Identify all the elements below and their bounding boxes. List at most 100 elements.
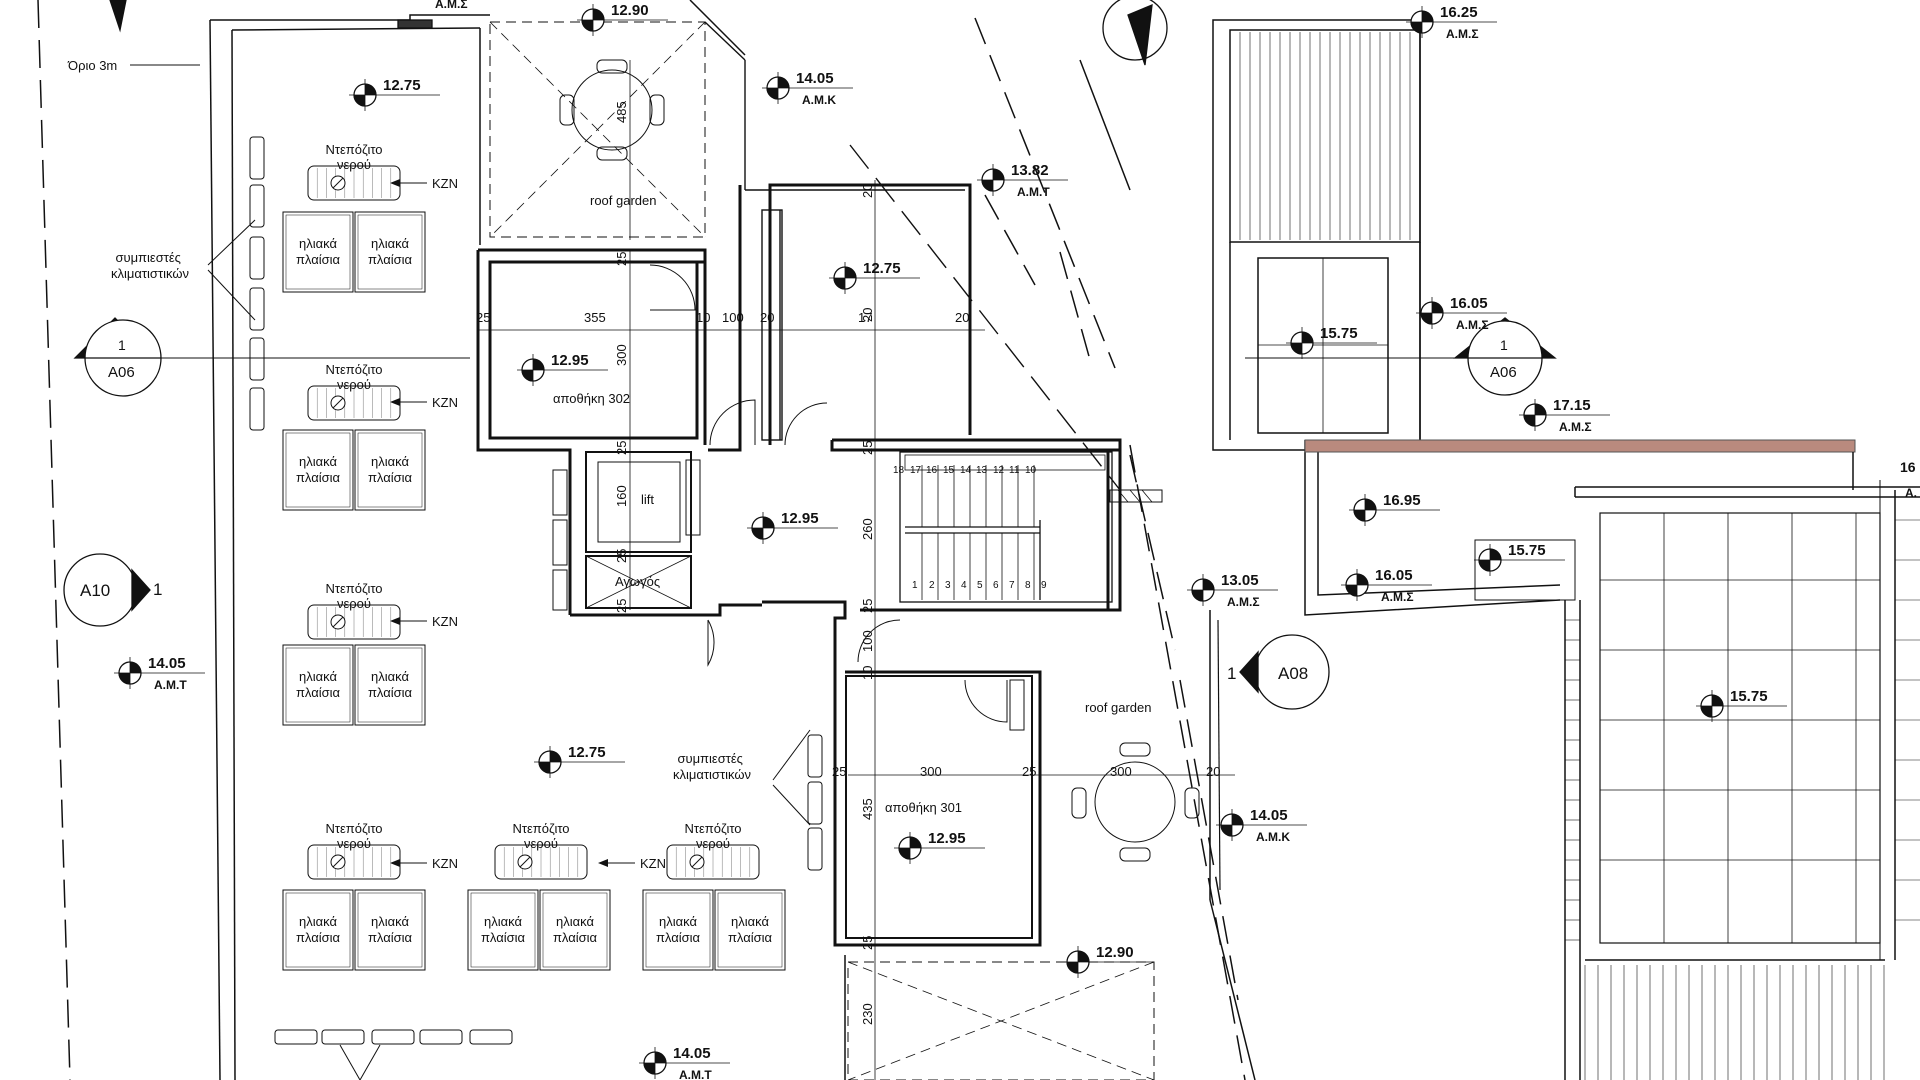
elevation-tag: Α.Μ.Τ [154,678,187,692]
south-east-pergola [1584,965,1885,1080]
svg-text:14: 14 [960,465,972,476]
elevation-value: 16.05 [1450,295,1488,312]
west-terrace-outline [209,14,490,1080]
svg-text:25: 25 [1022,764,1036,779]
section-marker-a10[interactable] [63,553,151,627]
section-west-num: 1 [118,337,126,353]
svg-text:10: 10 [696,310,710,325]
svg-text:8: 8 [1025,580,1031,591]
kzn-label: KZN [432,614,458,629]
compressors-label-east: συμπιεστές κλιματιστικών [673,751,751,782]
svg-text:25: 25 [614,441,629,455]
elevation-value: 17.15 [1553,397,1591,414]
elevation-value: 15.75 [1508,542,1546,559]
linework [37,0,1920,1080]
svg-text:4: 4 [961,580,967,591]
elevation-value: 16.05 [1375,567,1413,584]
solar-panel-label: πλαίσια [368,470,413,485]
water-tank-label: νερού [337,836,371,851]
elevation-value: 14.05 [1250,807,1288,824]
solar-panel-label: ηλιακά [371,914,409,929]
water-tank-label: Ντεπόζιτο [684,821,741,836]
elevation-mark: 14.05Α.Μ.Τ [639,1045,730,1080]
east-railing-slats [1565,519,1920,941]
svg-text:2: 2 [929,580,935,591]
svg-text:20: 20 [1206,764,1220,779]
solar-panel-label: πλαίσια [296,930,341,945]
elevation-mark: 13.05Α.Μ.Σ [1187,572,1278,609]
svg-text:20: 20 [760,310,774,325]
elevation-mark: 12.90 [577,2,668,36]
svg-text:25: 25 [614,549,629,563]
section-marker-a08[interactable] [1239,634,1330,710]
storage-302-walls [476,248,707,520]
door-swing-302 [649,264,696,311]
solar-panel-label: ηλιακά [299,669,337,684]
partial-amc-top: Α.Μ.Σ [435,0,468,11]
svg-text:10: 10 [860,666,875,680]
kzn-marker: KZN [598,856,666,871]
north-arrow-icon [109,0,1168,66]
elevation-tag: Α.Μ.Τ [1017,185,1050,199]
elevation-value: 13.05 [1221,572,1259,589]
elevation-value: 12.95 [781,510,819,527]
elevation-value: 12.90 [1096,944,1134,961]
kzn-label: KZN [432,176,458,191]
elevation-mark: 16.25Α.Μ.Σ [1406,4,1497,41]
side-panels-lift [552,469,568,611]
elevation-value: 15.75 [1730,688,1768,705]
water-tank-label: Ντεπόζιτο [325,821,382,836]
south-roof-garden [844,610,1256,1080]
solar-panel-label: πλαίσια [553,930,598,945]
solar-panel-label: πλαίσια [728,930,773,945]
roof-garden-label-north: roof garden [590,193,657,208]
elevation-mark: 14.05Α.Μ.Τ [114,655,205,692]
elevation-value: 16.95 [1383,492,1421,509]
section-marker-east[interactable] [1453,317,1557,396]
solar-panel-label: ηλιακά [371,669,409,684]
storage-301-label: αποθήκη 301 [885,800,962,815]
solar-panel-label: ηλιακά [299,236,337,251]
svg-text:17: 17 [858,310,872,325]
water-tank-label: νερού [337,377,371,392]
site-edge-line [1079,59,1131,191]
kzn-label: KZN [640,856,666,871]
elevation-tag: Α.Μ.Σ [1446,27,1479,41]
dimension-texts: 485 25 355 10 100 20 17 20 20 300 20 25 … [476,101,1220,1025]
section-a08-ref: A08 [1278,664,1308,683]
svg-text:6: 6 [993,580,999,591]
storage-301-walls [835,672,1042,947]
svg-text:260: 260 [860,518,875,540]
solar-panel-label: ηλιακά [484,914,522,929]
svg-text:5: 5 [977,580,983,591]
elevation-mark: 16.05Α.Μ.Σ [1341,567,1432,604]
elevation-tag: Α.Μ.Σ [1381,590,1414,604]
parapet-band [1304,439,1856,453]
solar-panel-label: ηλιακά [556,914,594,929]
kzn-marker: KZN [390,395,458,410]
north-rooms [745,189,965,441]
svg-text:100: 100 [722,310,744,325]
svg-text:9: 9 [1041,580,1047,591]
water-tank-label: Ντεπόζιτο [512,821,569,836]
section-west-ref: A06 [108,364,135,381]
svg-text:25: 25 [614,599,629,613]
elevation-value: 13.82 [1011,162,1049,179]
elevation-tag: Α.Μ.Σ [1559,420,1592,434]
svg-text:3: 3 [945,580,951,591]
roof-garden-label-south: roof garden [1085,700,1152,715]
elevation-value: 12.75 [383,77,421,94]
text-layer: Όριο 3m roof garden roof garden αποθήκη … [67,0,1917,1025]
ac-compressor-units-east [807,734,823,871]
limit-label: Όριο 3m [67,58,117,73]
elevation-mark: 12.75 [349,77,440,111]
section-marker-west[interactable] [73,317,162,397]
solar-panel-label: πλαίσια [296,470,341,485]
svg-text:16: 16 [926,465,938,476]
